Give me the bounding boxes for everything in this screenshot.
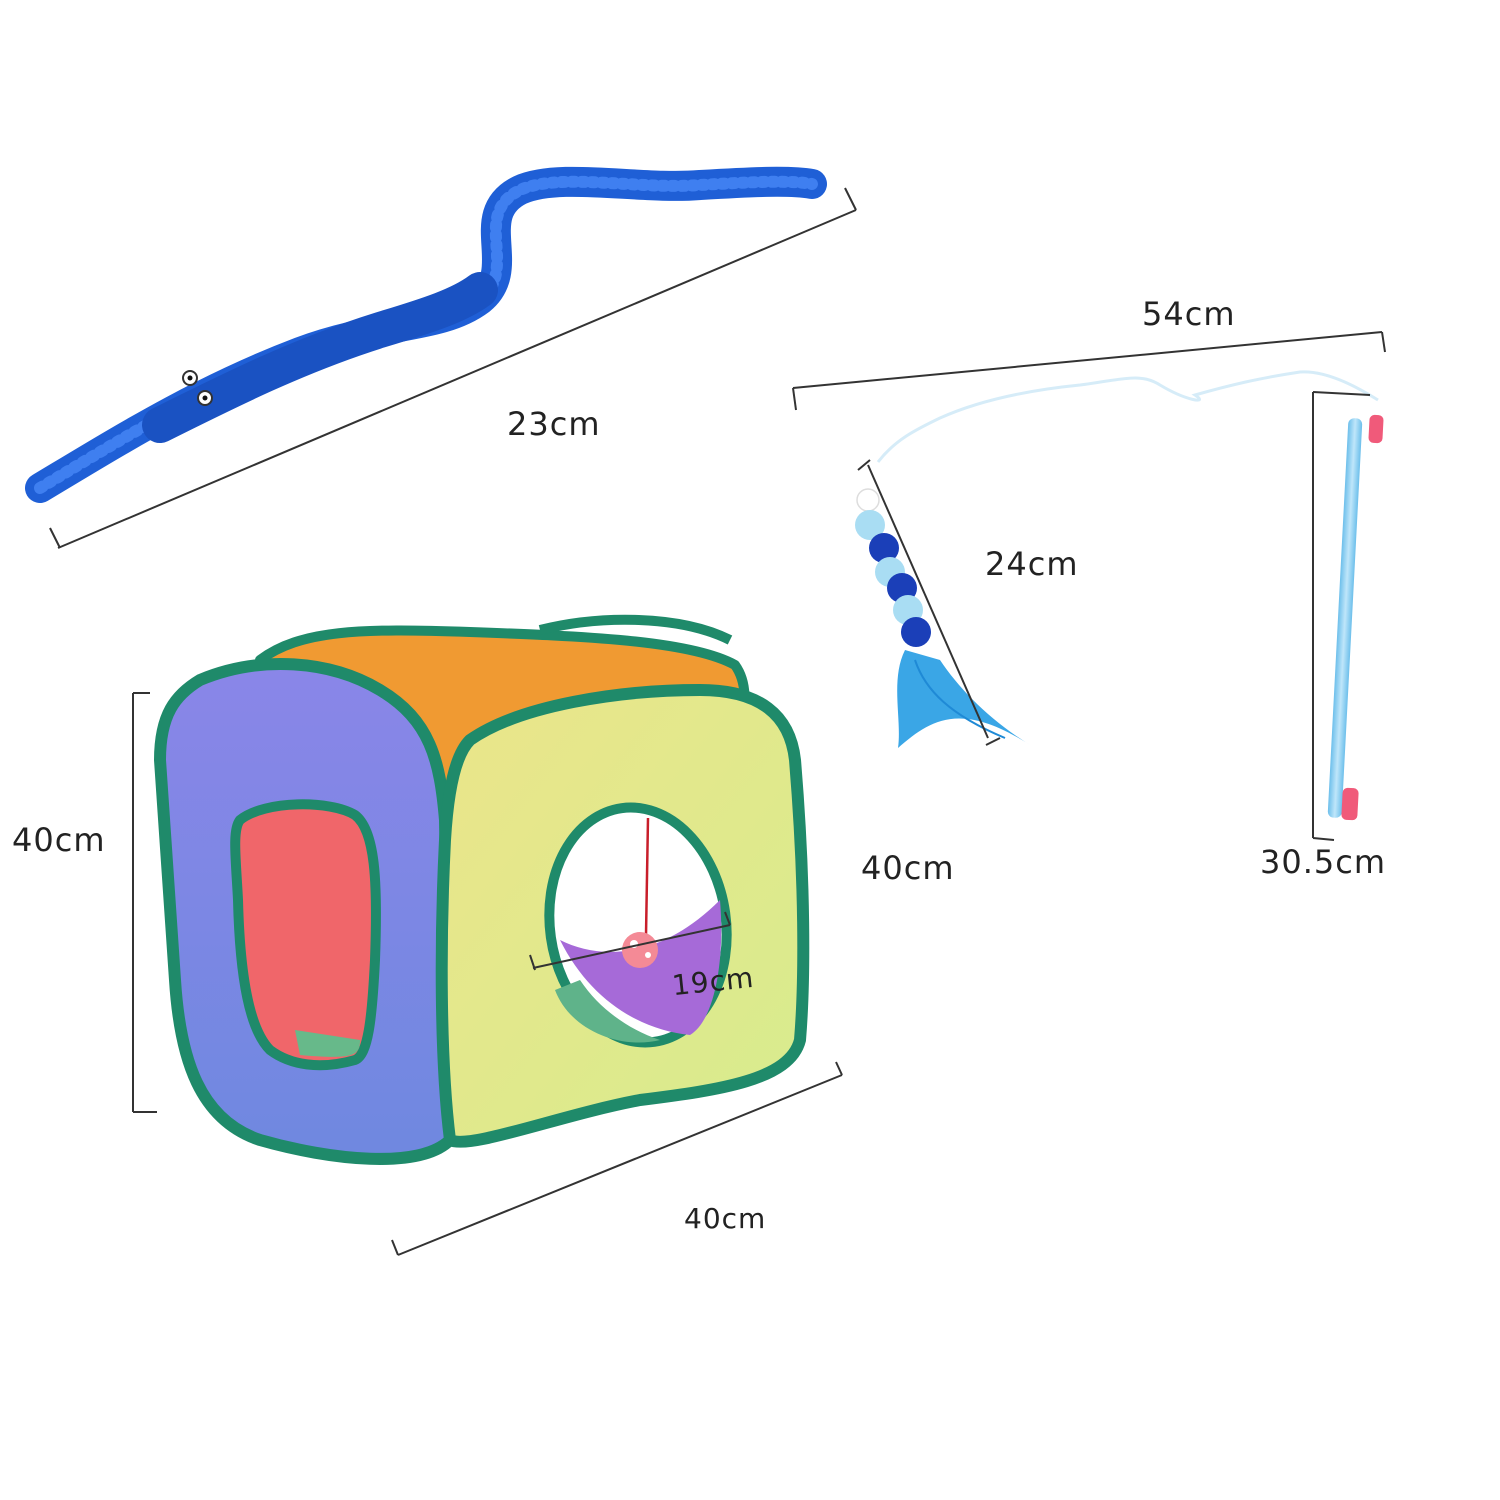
feather-length-label: 24cm — [985, 545, 1079, 583]
worm-measure-line — [49, 187, 857, 549]
feather-measure-line — [857, 459, 1001, 746]
cube-width-label: 40cm — [684, 1202, 767, 1235]
cube-height-measure-line — [132, 692, 157, 1113]
worm-length-label: 23cm — [507, 405, 601, 443]
cube-width-measure-line — [391, 1061, 843, 1256]
stick-length-label: 30.5cm — [1260, 843, 1387, 881]
wand-measure-line — [792, 331, 1386, 411]
hole-diameter-label: 19cm — [670, 960, 756, 1003]
hole-measure-line — [529, 911, 731, 971]
wand-span-label: 54cm — [1142, 295, 1236, 333]
cube-height-label: 40cm — [12, 821, 106, 859]
cube-tent-icon — [154, 614, 810, 1165]
feather-wand-icon — [855, 370, 1384, 821]
stick-measure-line — [1312, 391, 1371, 841]
cube-depth-label: 40cm — [861, 849, 955, 887]
worm-icon — [25, 166, 827, 503]
